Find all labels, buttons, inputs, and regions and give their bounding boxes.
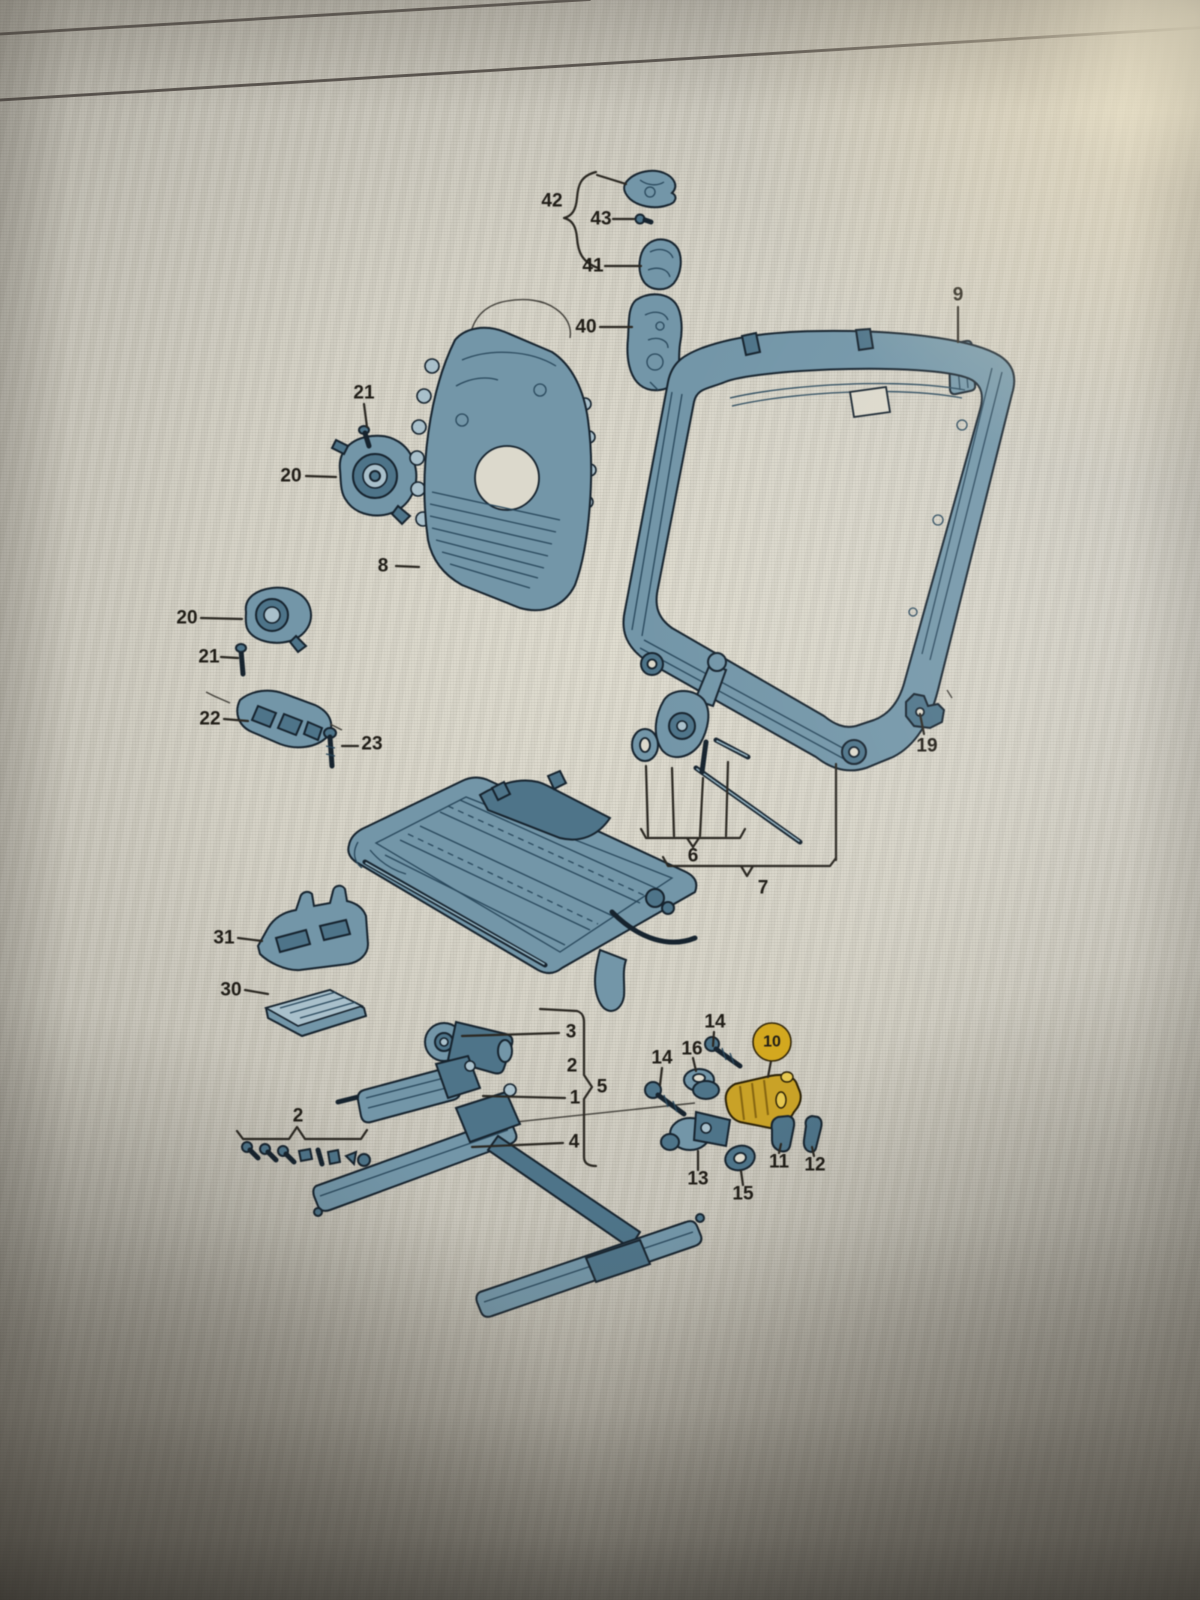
pivot-ring <box>631 728 659 762</box>
callout-19[interactable]: 19 <box>916 736 937 757</box>
svg-text:14: 14 <box>704 1012 726 1033</box>
headrest-guide-42 <box>623 169 677 209</box>
callout-10[interactable]: 10 <box>752 1022 792 1062</box>
callout-21[interactable]: 21 <box>353 383 375 404</box>
recliner-unit-20-lower <box>244 586 312 654</box>
svg-text:19: 19 <box>916 736 937 757</box>
svg-text:40: 40 <box>575 317 596 338</box>
svg-text:20: 20 <box>280 466 301 487</box>
callout-2[interactable]: 2 <box>293 1106 304 1127</box>
callout-16[interactable]: 16 <box>681 1039 702 1060</box>
callout-23[interactable]: 23 <box>361 734 382 755</box>
svg-text:3: 3 <box>566 1022 577 1043</box>
svg-text:43: 43 <box>590 209 611 230</box>
svg-text:2: 2 <box>293 1106 304 1127</box>
svg-text:1: 1 <box>570 1088 581 1109</box>
callout-14[interactable]: 14 <box>651 1048 673 1069</box>
svg-text:30: 30 <box>220 980 241 1001</box>
callout-15[interactable]: 15 <box>732 1184 754 1205</box>
svg-text:13: 13 <box>687 1169 708 1190</box>
callout-42[interactable]: 42 <box>541 191 562 212</box>
seat-pan <box>347 769 698 1012</box>
callout-30[interactable]: 30 <box>220 980 241 1001</box>
svg-text:2: 2 <box>567 1056 578 1077</box>
svg-text:12: 12 <box>804 1155 825 1176</box>
svg-text:31: 31 <box>213 928 235 949</box>
screw-43 <box>634 213 654 225</box>
svg-text:20: 20 <box>176 608 197 629</box>
callout-9[interactable]: 9 <box>953 285 964 306</box>
screw-14-upper <box>704 1036 743 1069</box>
svg-text:15: 15 <box>732 1184 754 1205</box>
callout-6[interactable]: 6 <box>688 846 699 867</box>
callout-4[interactable]: 4 <box>569 1132 580 1153</box>
callout-41[interactable]: 41 <box>582 256 604 277</box>
slide-motor-13 <box>660 1110 732 1151</box>
svg-text:41: 41 <box>582 256 604 277</box>
svg-text:21: 21 <box>353 383 375 404</box>
screw-14-lower <box>644 1081 687 1117</box>
callout-2[interactable]: 2 <box>567 1056 578 1077</box>
callout-13[interactable]: 13 <box>687 1169 708 1190</box>
callout-14[interactable]: 14 <box>704 1012 726 1033</box>
callout-5[interactable]: 5 <box>597 1077 608 1098</box>
svg-text:14: 14 <box>651 1048 673 1069</box>
torsion-rods <box>693 737 803 845</box>
svg-text:4: 4 <box>569 1132 580 1153</box>
svg-text:6: 6 <box>688 846 699 867</box>
cap-11 <box>770 1114 796 1153</box>
lumbar-support-8 <box>409 298 597 612</box>
svg-text:7: 7 <box>758 878 769 899</box>
svg-text:16: 16 <box>681 1039 702 1060</box>
callout-8[interactable]: 8 <box>378 556 389 577</box>
callout-20[interactable]: 20 <box>280 466 301 487</box>
screw-23 <box>323 727 337 769</box>
grommet-15 <box>724 1144 756 1172</box>
recliner-motor-20 <box>330 434 418 526</box>
callout-31[interactable]: 31 <box>213 928 235 949</box>
floor-bracket-31 <box>256 884 370 972</box>
bushing-16 <box>683 1068 720 1100</box>
callout-43[interactable]: 43 <box>590 209 611 230</box>
svg-text:5: 5 <box>597 1077 608 1098</box>
fastener-set-2 <box>241 1141 371 1167</box>
svg-text:42: 42 <box>541 191 562 212</box>
callout-3[interactable]: 3 <box>566 1022 577 1043</box>
callout-1[interactable]: 1 <box>570 1088 581 1109</box>
callout-12[interactable]: 12 <box>804 1155 825 1176</box>
callout-20[interactable]: 20 <box>176 608 197 629</box>
svg-text:9: 9 <box>953 285 964 306</box>
svg-text:8: 8 <box>378 556 389 577</box>
svg-text:21: 21 <box>198 647 220 668</box>
callout-7[interactable]: 7 <box>758 878 769 899</box>
callout-11[interactable]: 11 <box>769 1152 790 1173</box>
callout-21[interactable]: 21 <box>198 647 220 668</box>
svg-text:10: 10 <box>763 1034 781 1051</box>
control-module-30 <box>263 988 368 1038</box>
callout-22[interactable]: 22 <box>199 709 220 730</box>
svg-text:22: 22 <box>199 709 220 730</box>
svg-text:23: 23 <box>361 734 382 755</box>
svg-text:11: 11 <box>769 1152 790 1173</box>
callout-40[interactable]: 40 <box>575 317 596 338</box>
headrest-guide-41 <box>638 238 682 291</box>
